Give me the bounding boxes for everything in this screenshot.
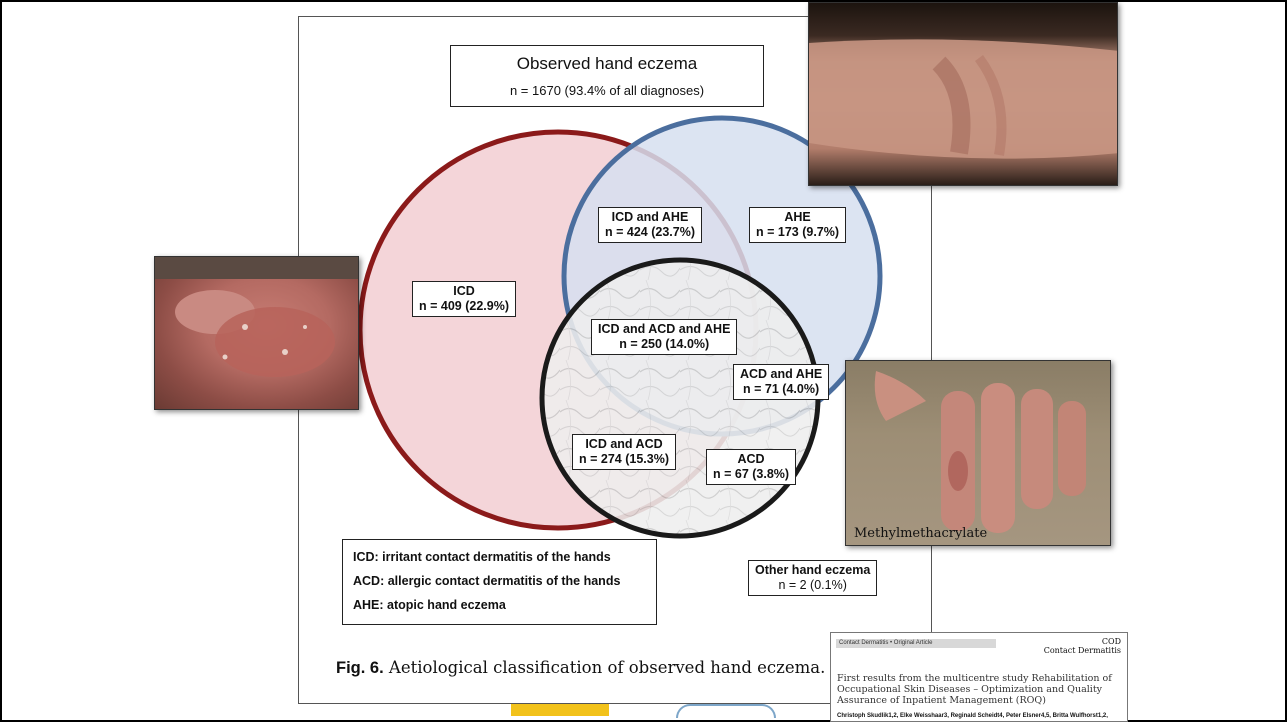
region-icd-count: n = 409 (22.9%) [419, 299, 509, 314]
article-title: First results from the multicentre study… [837, 673, 1117, 706]
region-icd-acd-ahe-count: n = 250 (14.0%) [598, 337, 730, 352]
region-icd: ICD n = 409 (22.9%) [412, 281, 516, 317]
region-icd-acd-name: ICD and ACD [579, 437, 669, 452]
region-acd-ahe: ACD and AHE n = 71 (4.0%) [733, 364, 829, 400]
fingers-photo-label: Methylmethacrylate [854, 526, 987, 541]
legend-item-ahe: AHE: atopic hand eczema [353, 593, 646, 617]
article-thumbnail: Contact Dermatitis • Original Article CO… [830, 632, 1128, 722]
region-acd-ahe-count: n = 71 (4.0%) [740, 382, 822, 397]
region-ahe: AHE n = 173 (9.7%) [749, 207, 846, 243]
article-header: Contact Dermatitis • Original Article [836, 639, 996, 648]
region-ahe-count: n = 173 (9.7%) [756, 225, 839, 240]
region-icd-acd-ahe-name: ICD and ACD and AHE [598, 322, 730, 337]
region-acd-count: n = 67 (3.8%) [713, 467, 789, 482]
yellow-logo-strip [511, 704, 609, 716]
region-icd-acd-ahe: ICD and ACD and AHE n = 250 (14.0%) [591, 319, 737, 355]
legend-item-acd: ACD: allergic contact dermatitis of the … [353, 569, 646, 593]
region-icd-acd: ICD and ACD n = 274 (15.3%) [572, 434, 676, 470]
knuckles-eczema-photo [154, 256, 359, 410]
figure-caption-label: Fig. 6. [336, 659, 384, 677]
region-icd-ahe: ICD and AHE n = 424 (23.7%) [598, 207, 702, 243]
region-icd-ahe-name: ICD and AHE [605, 210, 695, 225]
legend-item-icd: ICD: irritant contact dermatitis of the … [353, 545, 646, 569]
region-other: Other hand eczema n = 2 (0.1%) [748, 560, 877, 596]
wrist-eczema-photo [808, 2, 1118, 186]
journal-code: COD [1102, 637, 1121, 646]
fingers-eczema-photo: Methylmethacrylate [845, 360, 1111, 546]
region-other-count: n = 2 (0.1%) [755, 578, 870, 593]
diagram-title: Observed hand eczema [451, 54, 763, 74]
journal-name: Contact Dermatitis [1044, 646, 1121, 655]
diagram-total: n = 1670 (93.4% of all diagnoses) [451, 83, 763, 98]
figure-caption: Fig. 6. Aetiological classification of o… [336, 658, 825, 678]
region-icd-name: ICD [419, 284, 509, 299]
article-authors: Christoph Skudlik1,2, Elke Weisshaar3, R… [837, 713, 1108, 719]
region-icd-acd-count: n = 274 (15.3%) [579, 452, 669, 467]
figure-caption-text: Aetiological classification of observed … [389, 658, 825, 677]
journal-badge: COD Contact Dermatitis [1044, 637, 1121, 655]
diagram-title-box: Observed hand eczema n = 1670 (93.4% of … [450, 45, 764, 107]
region-icd-ahe-count: n = 424 (23.7%) [605, 225, 695, 240]
legend: ICD: irritant contact dermatitis of the … [342, 539, 657, 625]
region-ahe-name: AHE [756, 210, 839, 225]
seal-logo [676, 704, 776, 718]
region-other-name: Other hand eczema [755, 563, 870, 578]
wrist-photo-detail [809, 3, 1118, 186]
region-acd-name: ACD [713, 452, 789, 467]
knuckles-photo-detail [155, 257, 359, 410]
region-acd: ACD n = 67 (3.8%) [706, 449, 796, 485]
region-acd-ahe-name: ACD and AHE [740, 367, 822, 382]
fingers-photo-detail [846, 361, 1111, 546]
